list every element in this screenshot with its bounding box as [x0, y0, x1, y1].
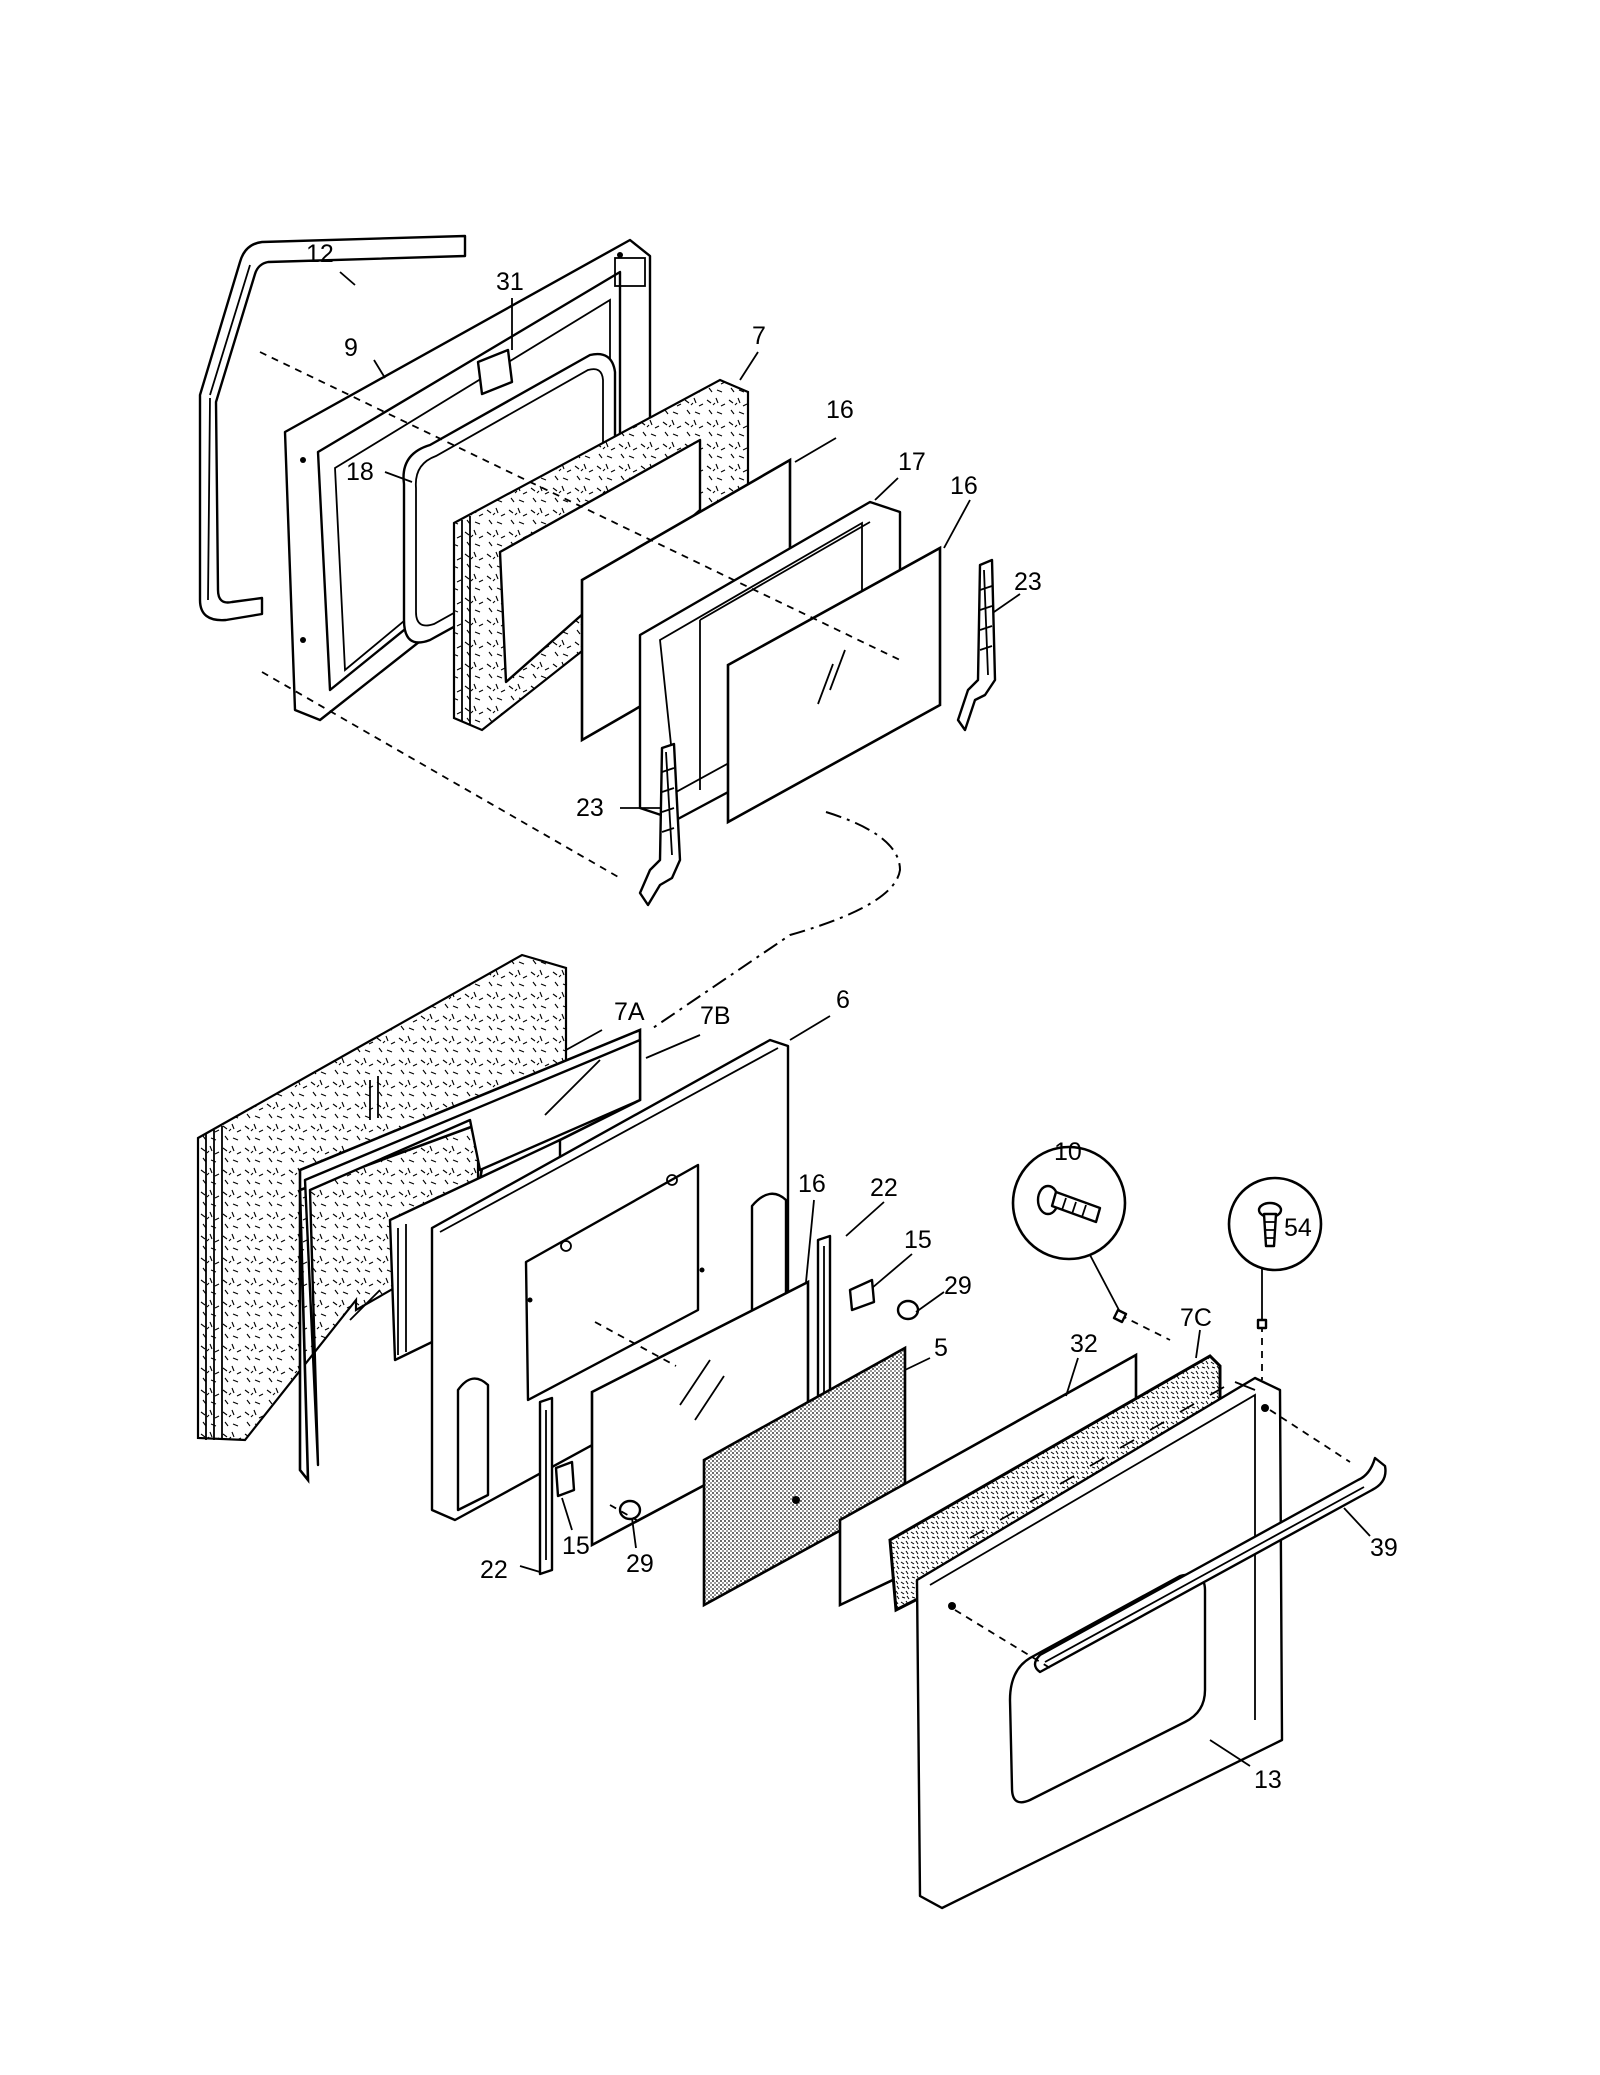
outer-door-panel-6 — [430, 1038, 790, 1522]
label-16b: 16 — [950, 472, 978, 500]
label-7: 7 — [752, 322, 766, 350]
label-10: 10 — [1054, 1138, 1082, 1166]
bumper-29-right — [896, 1299, 920, 1321]
glass-panel-16-front — [726, 545, 942, 825]
door-handle-39 — [1033, 1456, 1387, 1674]
bumper-29-left — [618, 1499, 642, 1521]
label-7A: 7A — [614, 998, 645, 1026]
hinge-23-right — [956, 558, 997, 732]
label-22b: 22 — [480, 1556, 508, 1584]
label-9: 9 — [344, 334, 358, 362]
latch-clip-31 — [476, 348, 514, 396]
label-17: 17 — [898, 448, 926, 476]
label-13: 13 — [1254, 1766, 1282, 1794]
bracket-22-right — [816, 1234, 876, 1410]
label-39: 39 — [1370, 1534, 1398, 1562]
screw-icon — [1257, 1201, 1283, 1248]
callout-screw-10 — [1011, 1145, 1128, 1324]
label-31: 31 — [496, 268, 524, 296]
label-18: 18 — [346, 458, 374, 486]
door-gasket-12 — [198, 234, 467, 622]
screw-icon — [1036, 1184, 1102, 1224]
label-16c: 16 — [798, 1170, 826, 1198]
callout-screw-54 — [1227, 1176, 1323, 1330]
label-23a: 23 — [1014, 568, 1042, 596]
label-29a: 29 — [944, 1272, 972, 1300]
label-15b: 15 — [562, 1532, 590, 1560]
label-7B: 7B — [700, 1002, 731, 1030]
label-23b: 23 — [576, 794, 604, 822]
label-22a: 22 — [870, 1174, 898, 1202]
outer-door-13 — [915, 1376, 1284, 1910]
label-29b: 29 — [626, 1550, 654, 1578]
label-15a: 15 — [904, 1226, 932, 1254]
label-12: 12 — [306, 240, 334, 268]
label-54: 54 — [1284, 1214, 1312, 1242]
label-6: 6 — [836, 986, 850, 1014]
label-32: 32 — [1070, 1330, 1098, 1358]
label-7C: 7C — [1180, 1304, 1212, 1332]
label-16a: 16 — [826, 396, 854, 424]
label-5: 5 — [934, 1334, 948, 1362]
bracket-22-left — [538, 1396, 576, 1576]
hinge-23-left — [638, 742, 682, 907]
